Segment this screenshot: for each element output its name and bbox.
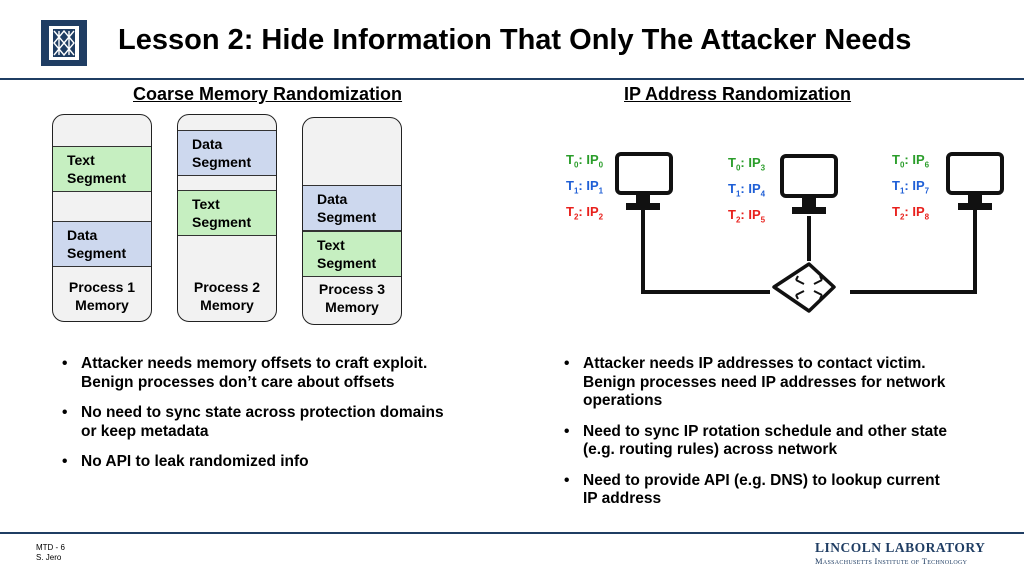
process-label: Process 2 Memory (193, 279, 261, 313)
time-ip-label: T1: IP1 (566, 178, 604, 196)
process-1-memory: Text Segment Data Segment Process 1 Memo… (52, 114, 152, 322)
process-3-memory: Data Segment Text Segment Process 3 Memo… (302, 117, 402, 325)
bullet-item: Attacker needs IP addresses to contact v… (562, 355, 1012, 411)
bullet-item: Need to provide API (e.g. DNS) to lookup… (562, 472, 1012, 509)
institute-name: Massachusetts Institute of Technology (815, 556, 968, 566)
bullet-item: Attacker needs memory offsets to craft e… (60, 355, 520, 392)
time-ip-label: T2: IP2 (566, 204, 604, 222)
link-host-3 (850, 210, 977, 294)
text-segment: Text Segment (303, 231, 401, 277)
text-segment: Text Segment (178, 190, 276, 236)
data-segment: Data Segment (178, 130, 276, 176)
mit-ll-logo (41, 20, 87, 66)
bullet-item: No API to leak randomized info (60, 453, 520, 472)
ip-bullet-list: Attacker needs IP addresses to contact v… (562, 355, 1012, 521)
monitor-icon (615, 152, 673, 210)
time-ip-label: T2: IP5 (728, 207, 766, 225)
time-ip-label: T2: IP8 (892, 204, 930, 222)
bullet-item: No need to sync state across protection … (60, 404, 520, 441)
time-ip-label: T0: IP0 (566, 152, 604, 170)
ip-randomization-heading: IP Address Randomization (624, 84, 852, 104)
time-ip-label: T1: IP7 (892, 178, 930, 196)
text-segment: Text Segment (53, 146, 151, 192)
process-label: Process 3 Memory (318, 281, 386, 315)
network-diagram (615, 152, 1004, 313)
lab-name: LINCOLN LABORATORY (815, 540, 986, 555)
slide-title: Lesson 2: Hide Information That Only The… (118, 24, 912, 56)
time-ip-label: T1: IP4 (728, 181, 766, 199)
memory-bullet-list: Attacker needs memory offsets to craft e… (60, 355, 520, 484)
process-2-memory: Data Segment Text Segment Process 2 Memo… (177, 114, 277, 322)
title-divider (0, 78, 1024, 80)
data-segment: Data Segment (303, 185, 401, 231)
monitor-icon (780, 154, 838, 214)
process-label: Process 1 Memory (68, 279, 136, 313)
link-host-1 (641, 210, 770, 294)
memory-randomization-heading: Coarse Memory Randomization (133, 84, 403, 104)
router-icon (772, 262, 836, 313)
monitor-icon (946, 152, 1004, 210)
footer-divider (0, 532, 1024, 534)
data-segment: Data Segment (53, 221, 151, 267)
slide-number: MTD - 6 S. Jero (36, 543, 65, 562)
bullet-item: Need to sync IP rotation schedule and ot… (562, 423, 1012, 460)
time-ip-label: T0: IP3 (728, 155, 766, 173)
time-ip-label: T0: IP6 (892, 152, 930, 170)
